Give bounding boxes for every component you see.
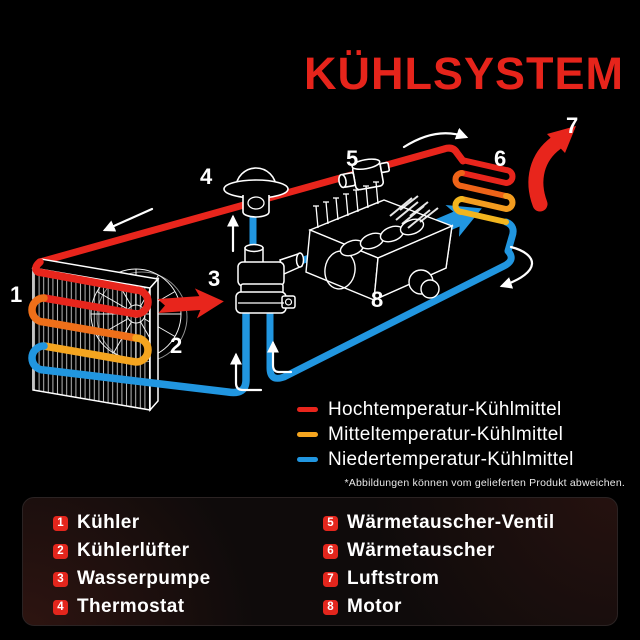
legend-label: Mitteltemperatur-Kühlmittel bbox=[328, 423, 564, 445]
label-3-wasserpumpe: 3 bbox=[208, 266, 220, 291]
heat-exchanger-valve bbox=[338, 158, 391, 191]
legend-row-mid: Mitteltemperatur-Kühlmittel bbox=[297, 422, 574, 447]
fan-airflow-arrow bbox=[157, 288, 224, 319]
part-number-badge: 3 bbox=[53, 571, 68, 587]
page-title: KÜHLSYSTEM bbox=[303, 48, 624, 99]
parts-column-right: 5 Wärmetauscher-Ventil 6 Wärmetauscher 7… bbox=[323, 509, 617, 625]
radiator-coolant-coil bbox=[28, 258, 250, 397]
engine-stems bbox=[313, 181, 379, 229]
part-number-badge: 1 bbox=[53, 515, 68, 531]
label-6-waermetauscher: 6 bbox=[494, 146, 506, 171]
part-item-waermetauscher: 6 Wärmetauscher bbox=[323, 537, 617, 565]
part-label: Thermostat bbox=[77, 596, 185, 617]
part-number-badge: 2 bbox=[53, 543, 68, 559]
part-item-thermostat: 4 Thermostat bbox=[53, 593, 323, 621]
mid-coolant-swatch bbox=[297, 432, 318, 437]
part-label: Luftstrom bbox=[347, 568, 440, 589]
label-4-thermostat: 4 bbox=[200, 164, 213, 189]
part-item-kuehlerluefter: 2 Kühlerlüfter bbox=[53, 537, 323, 565]
water-pump bbox=[235, 243, 305, 314]
part-number-badge: 6 bbox=[323, 543, 338, 559]
part-number-badge: 8 bbox=[323, 599, 338, 615]
luftstrom-arrow bbox=[528, 126, 576, 212]
label-7-luftstrom: 7 bbox=[566, 113, 578, 138]
part-number-badge: 5 bbox=[323, 515, 338, 531]
part-number-badge: 7 bbox=[323, 571, 338, 587]
label-1-kuehler: 1 bbox=[10, 282, 22, 307]
engine-camshafts bbox=[389, 195, 439, 229]
label-5-ventil: 5 bbox=[346, 146, 358, 171]
thermostat bbox=[223, 167, 289, 218]
part-item-wasserpumpe: 3 Wasserpumpe bbox=[53, 565, 323, 593]
part-label: Kühler bbox=[77, 512, 140, 533]
legend-row-cold: Niedertemperatur-Kühlmittel bbox=[297, 447, 574, 472]
product-disclaimer: *Abbildungen können vom gelieferten Prod… bbox=[344, 477, 625, 489]
part-label: Wasserpumpe bbox=[77, 568, 211, 589]
part-item-luftstrom: 7 Luftstrom bbox=[323, 565, 617, 593]
part-item-kuehler: 1 Kühler bbox=[53, 509, 323, 537]
diagram-number-labels: 1 2 3 4 5 6 7 8 bbox=[10, 113, 578, 358]
part-label: Wärmetauscher-Ventil bbox=[347, 512, 555, 533]
hot-coolant-swatch bbox=[297, 407, 318, 412]
cooling-system-diagram: 1 2 3 4 5 6 7 8 bbox=[10, 113, 578, 412]
part-label: Wärmetauscher bbox=[347, 540, 495, 561]
part-number-badge: 4 bbox=[53, 599, 68, 615]
hot-coolant-pipe bbox=[36, 144, 467, 266]
heat-exchanger-coil bbox=[452, 157, 516, 225]
label-8-motor: 8 bbox=[371, 287, 383, 312]
part-item-waermetauscher-ventil: 5 Wärmetauscher-Ventil bbox=[323, 509, 617, 537]
legend-row-hot: Hochtemperatur-Kühlmittel bbox=[297, 397, 574, 422]
engine-block bbox=[305, 181, 454, 302]
coolant-legend: Hochtemperatur-Kühlmittel Mitteltemperat… bbox=[297, 397, 574, 472]
legend-label: Niedertemperatur-Kühlmittel bbox=[328, 448, 574, 470]
part-label: Kühlerlüfter bbox=[77, 540, 190, 561]
part-item-motor: 8 Motor bbox=[323, 593, 617, 621]
flow-direction-arrows bbox=[102, 127, 534, 392]
legend-label: Hochtemperatur-Kühlmittel bbox=[328, 398, 562, 420]
parts-list-panel: 1 Kühler 2 Kühlerlüfter 3 Wasserpumpe 4 … bbox=[22, 497, 618, 626]
parts-column-left: 1 Kühler 2 Kühlerlüfter 3 Wasserpumpe 4 … bbox=[53, 509, 323, 625]
label-2-kuehlerluefter: 2 bbox=[170, 333, 182, 358]
cold-coolant-swatch bbox=[297, 457, 318, 462]
part-label: Motor bbox=[347, 596, 402, 617]
